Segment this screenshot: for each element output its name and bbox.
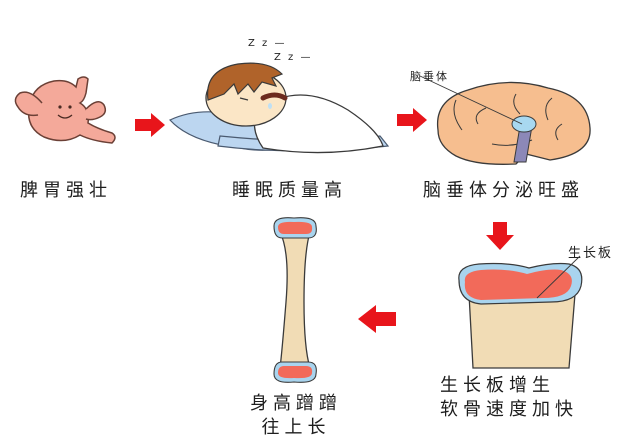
step-label-bone: 身高蹭蹭 往上长 — [250, 392, 342, 440]
brain-illustration — [419, 75, 591, 165]
arrow-left-icon — [358, 305, 396, 333]
step-label-bone-line1: 身高蹭蹭 — [250, 393, 342, 414]
snore-text-1: Z z — — [248, 38, 287, 49]
step-label-sleep: 睡眠质量高 — [232, 180, 347, 201]
bone-illustration — [273, 217, 317, 383]
arrow-right-icon — [135, 113, 165, 137]
stomach-illustration — [14, 76, 116, 144]
arrow-right-icon — [397, 108, 427, 132]
step-label-pituitary: 脑垂体分泌旺盛 — [423, 180, 584, 201]
step-label-stomach: 脾胃强壮 — [20, 180, 112, 201]
arrow-down-icon — [486, 222, 514, 250]
step-label-bone-line2: 往上长 — [261, 417, 331, 438]
step-label-growth-plate: 生长板增生 软骨速度加快 — [440, 374, 578, 422]
callout-pituitary: 脑垂体 — [410, 70, 449, 83]
step-label-growth-plate-line2: 软骨速度加快 — [440, 399, 578, 420]
step-label-growth-plate-line1: 生长板增生 — [440, 375, 555, 396]
snore-text-2: Z z — — [274, 52, 313, 63]
growth-plate-illustration — [458, 255, 583, 369]
sleeping-child-illustration — [169, 62, 390, 154]
